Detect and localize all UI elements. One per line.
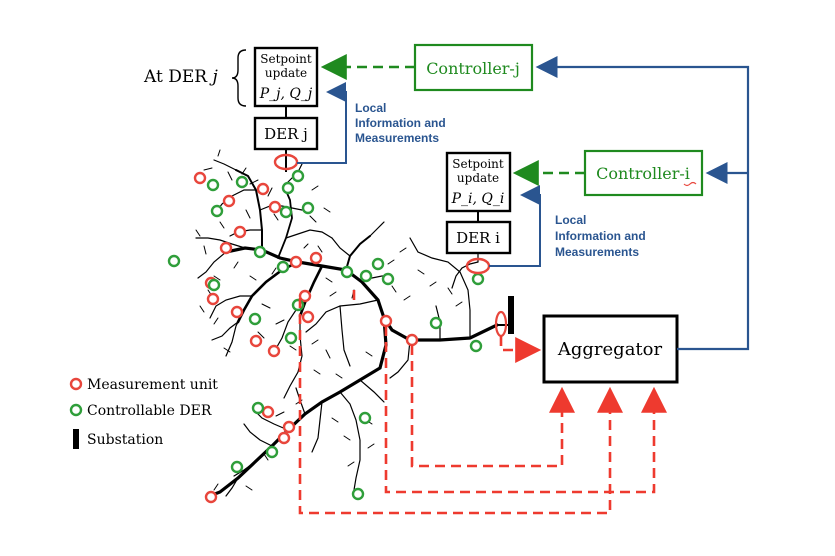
der-j-setpoint-line2: update [265, 66, 307, 80]
der-i-local-info-arrow [489, 185, 541, 267]
der-j-local-info-label: Local Information and Measurements [355, 101, 449, 145]
controller-i-box [583, 149, 704, 197]
controllable-ders [167, 169, 485, 501]
der-i-setpoint-line2: update [457, 171, 499, 185]
der-i-box-label: DER i [456, 229, 500, 247]
controller-j-label: Controller-j [426, 59, 520, 78]
aggregator-to-controller-j-arrow [535, 56, 750, 351]
legend-measurement-label: Measurement unit [87, 377, 218, 393]
legend: Measurement unit Controllable DER Substa… [69, 377, 218, 449]
aggregator-label: Aggregator [557, 339, 663, 360]
der-i-setpoint-box [445, 151, 512, 213]
der-j-setpoint-line1: Setpoint [260, 52, 312, 66]
measurement-links [298, 290, 667, 515]
der-i-group: Setpoint update P_i, Q_i DER i [445, 151, 512, 275]
der-j-box-label: DER j [264, 125, 308, 143]
feeder-network [195, 149, 499, 499]
controller-i-label: Controller-i [596, 164, 690, 183]
legend-substation-label: Substation [87, 432, 163, 448]
aggregator-box [542, 314, 679, 384]
der-i-setpoint-vars: P_i, Q_i [451, 191, 505, 207]
der-j-setpoint-box [253, 46, 319, 108]
der-j-brace [231, 49, 247, 107]
der-i-local-info-label: Local Information and Measurements [555, 213, 649, 259]
der-j-group: At DER j Setpoint update P_j, Q_j DER j [143, 46, 319, 172]
der-j-local-info-arrow [297, 82, 347, 164]
der-j-side-label: At DER j [143, 67, 218, 87]
substation-symbol [508, 296, 514, 334]
der-i-setpoint-line1: Setpoint [452, 157, 504, 171]
legend-measurement-icon [69, 377, 83, 391]
legend-controllable-label: Controllable DER [87, 403, 212, 419]
der-j-setpoint-vars: P_j, Q_j [259, 86, 313, 102]
legend-substation-icon [73, 429, 79, 449]
legend-controllable-icon [69, 403, 83, 417]
der-i-box [445, 220, 512, 255]
controller-i-spellcheck-squiggle [683, 181, 697, 187]
